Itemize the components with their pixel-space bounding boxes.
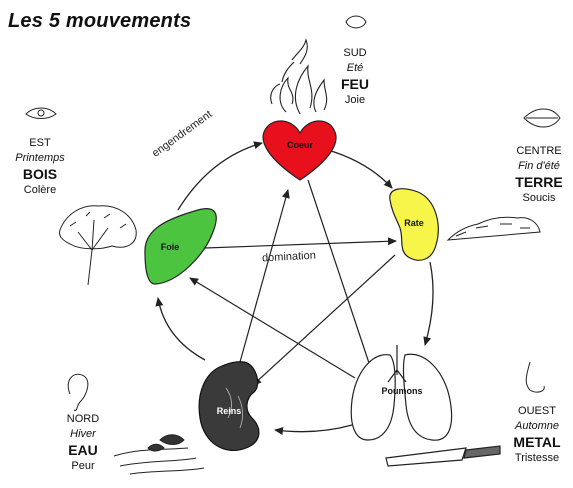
- element-block-nord: NORD Hiver EAU Peur: [52, 412, 114, 474]
- emotion-label: Tristesse: [514, 452, 560, 464]
- organ-label-spleen: Rate: [404, 218, 424, 228]
- lips-icon: [523, 108, 561, 128]
- fire-icon: [270, 38, 328, 115]
- element-label: EAU: [68, 442, 98, 458]
- lungs-left: [350, 354, 396, 441]
- organ-label-heart: Coeur: [286, 140, 313, 150]
- organ-label-lungs: Poumons: [381, 386, 423, 396]
- lungs-right: [402, 353, 453, 441]
- element-label: METAL: [513, 434, 561, 450]
- ear-icon: [67, 373, 89, 411]
- page-title: Les 5 mouvements: [8, 10, 192, 32]
- element-block-sud: SUD Eté FEU Joie: [336, 46, 374, 108]
- mouth-icon: [345, 15, 367, 29]
- generation-arrow-heart-spleen: [327, 149, 393, 189]
- generation-arrow-spleen-lungs: [423, 261, 434, 346]
- season-label: Fin d'été: [518, 160, 560, 172]
- control-arrow-kidneys-heart: [239, 189, 290, 363]
- tree-icon: [59, 205, 137, 286]
- element-block-est: EST Printemps BOIS Colère: [8, 136, 72, 198]
- control-arrow-liver-spleen: [204, 237, 397, 249]
- heart-organ: [262, 120, 337, 181]
- emotion-label: Colère: [23, 184, 57, 196]
- element-label: TERRE: [515, 174, 563, 190]
- liver-organ: [144, 208, 217, 285]
- generation-arrow-lungs-kidneys: [274, 424, 353, 435]
- control-arrow-lungs-liver: [189, 277, 356, 379]
- emotion-label: Joie: [344, 94, 366, 106]
- water-icon: [113, 434, 205, 475]
- kidneys-organ: [198, 361, 260, 452]
- direction-label: NORD: [66, 413, 100, 425]
- direction-label: SUD: [343, 47, 367, 59]
- element-label: BOIS: [22, 166, 58, 182]
- element-block-centre: CENTRE Fin d'été TERRE Soucis: [505, 144, 573, 206]
- control-arrow-heart-lungs: [307, 179, 374, 373]
- direction-label: OUEST: [518, 405, 556, 417]
- direction-label: CENTRE: [516, 145, 562, 157]
- season-label: Automne: [514, 420, 560, 432]
- generation-arrow-liver-heart: [177, 141, 263, 211]
- control-arrow-spleen-kidneys: [252, 254, 396, 386]
- season-label: Hiver: [70, 428, 96, 440]
- emotion-label: Peur: [71, 460, 95, 472]
- organ-label-kidneys: Reins: [216, 406, 242, 416]
- element-label: FEU: [341, 76, 369, 92]
- season-label: Printemps: [15, 152, 65, 164]
- eye-icon: [25, 107, 57, 119]
- element-block-ouest: OUEST Automne METAL Tristesse: [503, 404, 571, 466]
- spleen-organ: [389, 188, 439, 261]
- nose-icon: [525, 361, 545, 393]
- direction-label: EST: [29, 137, 51, 149]
- generation-arrow-kidneys-liver: [155, 297, 206, 361]
- organ-label-liver: Foie: [160, 242, 180, 252]
- earth-icon: [446, 216, 541, 241]
- emotion-label: Soucis: [522, 192, 556, 204]
- season-label: Eté: [346, 62, 364, 74]
- knife-icon: [385, 445, 501, 467]
